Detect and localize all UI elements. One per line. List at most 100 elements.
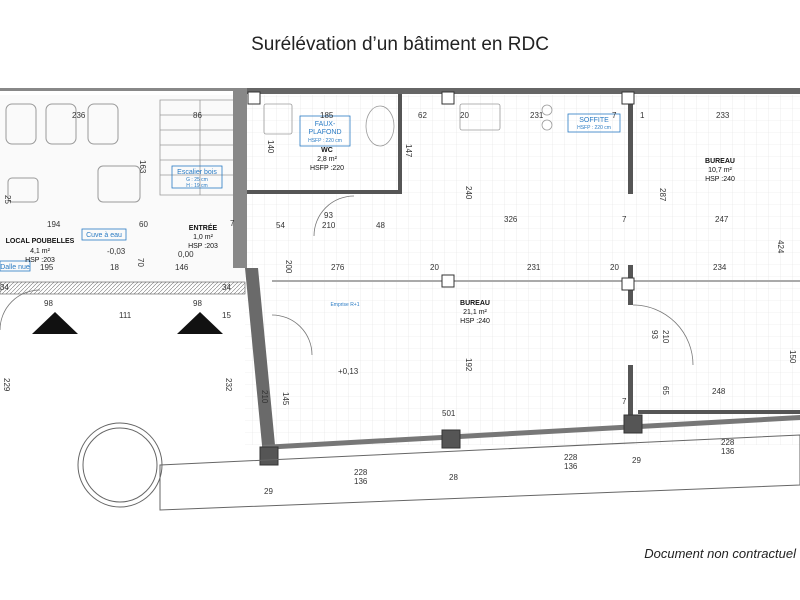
room-local-poubelles-name: LOCAL POUBELLES — [6, 238, 75, 245]
dim: 136 — [564, 462, 578, 471]
dim: 1 — [640, 111, 645, 120]
room-wc-name: WC — [321, 147, 333, 154]
room-bureau-small-area: 10,7 m² — [708, 167, 732, 174]
dim: 150 — [788, 350, 797, 364]
dim: 7 — [612, 111, 617, 120]
dim: 229 — [2, 378, 11, 392]
label-faux-plafond-h: HSFP : 220 cm — [308, 138, 342, 144]
dim: 145 — [281, 392, 290, 406]
dim: 15 — [222, 311, 231, 320]
room-bureau-large-area: 21,1 m² — [463, 309, 487, 316]
balcony — [77, 422, 800, 511]
dim: 200 — [284, 260, 293, 274]
dim: 0,00 — [178, 250, 194, 259]
entrance-markers — [32, 312, 223, 334]
dim: 185 — [320, 111, 334, 120]
dim: 194 — [47, 220, 61, 229]
label-emprise: Emprise R+1 — [330, 302, 359, 308]
dim: 210 — [322, 221, 336, 230]
dim: 48 — [376, 221, 385, 230]
dim: 70 — [136, 258, 145, 267]
dim: 20 — [460, 111, 469, 120]
dim: 98 — [193, 299, 202, 308]
dim: 60 — [139, 220, 148, 229]
dim: 62 — [418, 111, 427, 120]
dim: 234 — [713, 263, 727, 272]
dim: 248 — [712, 387, 726, 396]
dim: 147 — [404, 144, 413, 158]
dim: 28 — [449, 473, 458, 482]
label-escalier-g: G : 25 cm — [186, 177, 208, 183]
dim: 98 — [44, 299, 53, 308]
dim: 86 — [193, 111, 202, 120]
dim: 232 — [224, 378, 233, 392]
dim: 228 — [564, 453, 578, 462]
dimensions: 236 86 163 25 194 -0,03 0,00 18 195 60 7… — [0, 111, 797, 496]
label-soffite: SOFFITE — [579, 117, 609, 124]
dim: 136 — [721, 447, 735, 456]
dim: 210 — [260, 390, 269, 404]
dim: 93 — [650, 330, 659, 339]
dim: 18 — [110, 263, 119, 272]
dim: 93 — [324, 211, 333, 220]
floor-grid — [245, 95, 800, 445]
room-local-poubelles-height: HSP :203 — [25, 257, 55, 264]
dim: 247 — [715, 215, 729, 224]
dim: 29 — [632, 456, 641, 465]
room-bureau-small-height: HSP :240 — [705, 176, 735, 183]
wc-fixtures — [263, 103, 553, 147]
columns — [247, 91, 643, 466]
room-bureau-small-name: BUREAU — [705, 158, 735, 165]
dim: 236 — [72, 111, 86, 120]
dim: 140 — [266, 140, 275, 154]
disclaimer-text: Document non contractuel — [644, 546, 796, 561]
dim: 20 — [610, 263, 619, 272]
dim: 231 — [530, 111, 544, 120]
dim: 287 — [658, 188, 667, 202]
dim: 65 — [661, 386, 670, 395]
label-faux-plafond-1: FAUX- — [315, 121, 336, 128]
dim: 231 — [527, 263, 541, 272]
label-faux-plafond-2: PLAFOND — [308, 129, 341, 136]
page-title: Surélévation d’un bâtiment en RDC — [251, 34, 549, 55]
label-boxes — [0, 113, 621, 272]
dim: 29 — [264, 487, 273, 496]
label-escalier-h: H : 19 cm — [186, 183, 207, 189]
room-local-poubelles-area: 4,1 m² — [30, 248, 51, 255]
dim: 276 — [331, 263, 345, 272]
label-soffite-h: HSFP : 220 cm — [577, 125, 611, 131]
dim: 146 — [175, 263, 189, 272]
dim: 424 — [776, 240, 785, 254]
dim: 34 — [0, 283, 9, 292]
annex-area — [0, 95, 245, 285]
room-wc-area: 2,8 m² — [317, 156, 338, 163]
dim: 7 — [230, 219, 235, 228]
dim: 25 — [3, 195, 12, 204]
dim: 233 — [716, 111, 730, 120]
dim: 195 — [40, 263, 54, 272]
dim: 163 — [138, 160, 147, 174]
room-entree-name: ENTRÉE — [189, 223, 218, 232]
dim: 7 — [622, 397, 627, 406]
dim: 501 — [442, 409, 456, 418]
label-dalle: Dalle nue — [0, 264, 30, 271]
dim: 240 — [464, 186, 473, 200]
dim: 20 — [430, 263, 439, 272]
dim: +0,13 — [338, 367, 359, 376]
dim: 7 — [622, 215, 627, 224]
label-cuve: Cuve à eau — [86, 232, 122, 239]
dim: 228 — [354, 468, 368, 477]
dim: 210 — [661, 330, 670, 344]
dim: 192 — [464, 358, 473, 372]
room-bureau-large-name: BUREAU — [460, 300, 490, 307]
room-entree-height: HSP :203 — [188, 243, 218, 250]
dim: 228 — [721, 438, 735, 447]
dim: 54 — [276, 221, 285, 230]
dim: 326 — [504, 215, 518, 224]
doors — [0, 195, 694, 366]
dim: 111 — [119, 311, 132, 320]
room-entree-area: 1,0 m² — [193, 234, 214, 241]
dim: 34 — [222, 283, 231, 292]
dim: 136 — [354, 477, 368, 486]
